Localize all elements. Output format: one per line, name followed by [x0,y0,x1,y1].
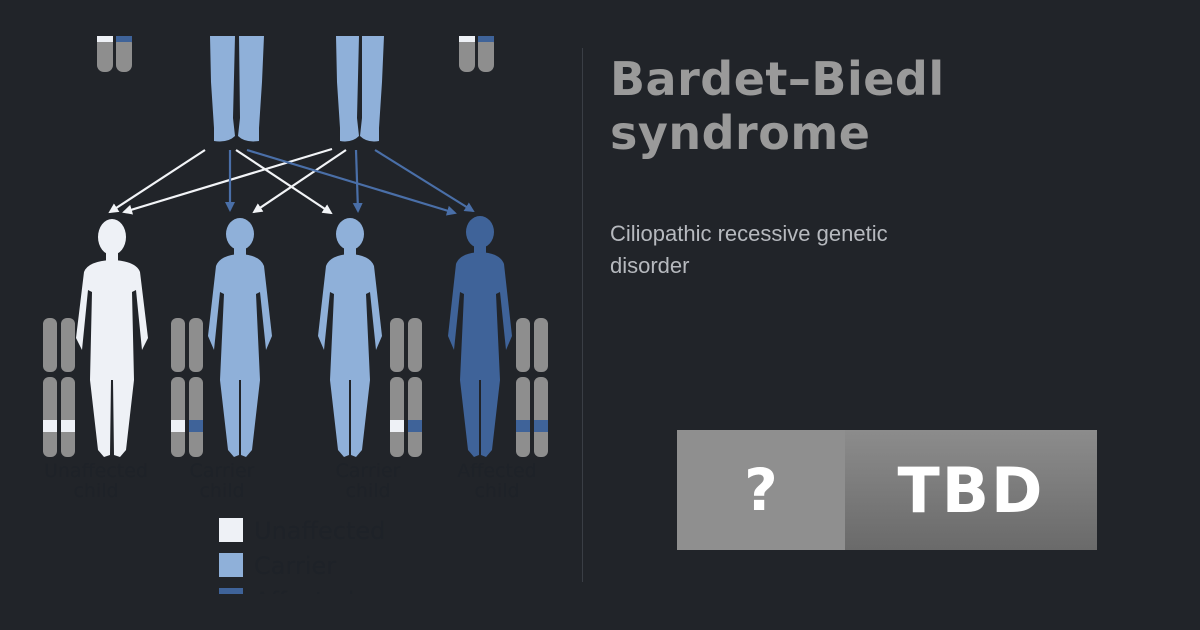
child-carrier-figure-2 [318,218,382,457]
legend-swatch-unaffected [219,518,243,542]
badge-tbd-label: TBD [845,430,1097,550]
legend-label-carrier: Carrier [254,552,336,580]
child-affected-chromosomes [516,318,548,457]
child-caption-1-line2: child [73,480,118,502]
child-affected-figure [448,216,512,457]
page-subtitle: Ciliopathic recessive genetic disorder [610,221,888,278]
divider [582,48,583,582]
parent2-legs [336,36,384,142]
diagram-crop-mask [200,594,440,630]
child-caption-4-line1: Affected [457,460,536,482]
child-carrier-chromosomes-2 [390,318,422,457]
child-unaffected-chromosomes [43,318,75,457]
page-title: Bardet–Biedl syndrome [610,52,945,160]
legend-swatch-carrier [219,553,243,577]
child-unaffected-figure [76,219,148,457]
badge-question-mark: ? [677,430,845,550]
parent1-legs [210,36,264,142]
child-caption-3-line1: Carrier [336,460,401,482]
inheritance-diagram: Unaffected child Carrier child Carrier c… [43,36,548,630]
parent2-chromosomes [459,36,494,72]
parent1-chromosomes [97,36,132,72]
child-caption-4-line2: child [474,480,519,502]
child-caption-2-line2: child [199,480,244,502]
legend-label-unaffected: Unaffected [254,517,385,545]
child-caption-3-line2: child [345,480,390,502]
child-carrier-figure-1 [208,218,272,457]
status-badge: ? TBD [677,430,1097,550]
child-caption-2-line1: Carrier [190,460,255,482]
child-carrier-chromosomes-1 [171,318,203,457]
child-caption-1-line1: Unaffected [44,460,148,482]
inheritance-arrows [108,147,475,216]
